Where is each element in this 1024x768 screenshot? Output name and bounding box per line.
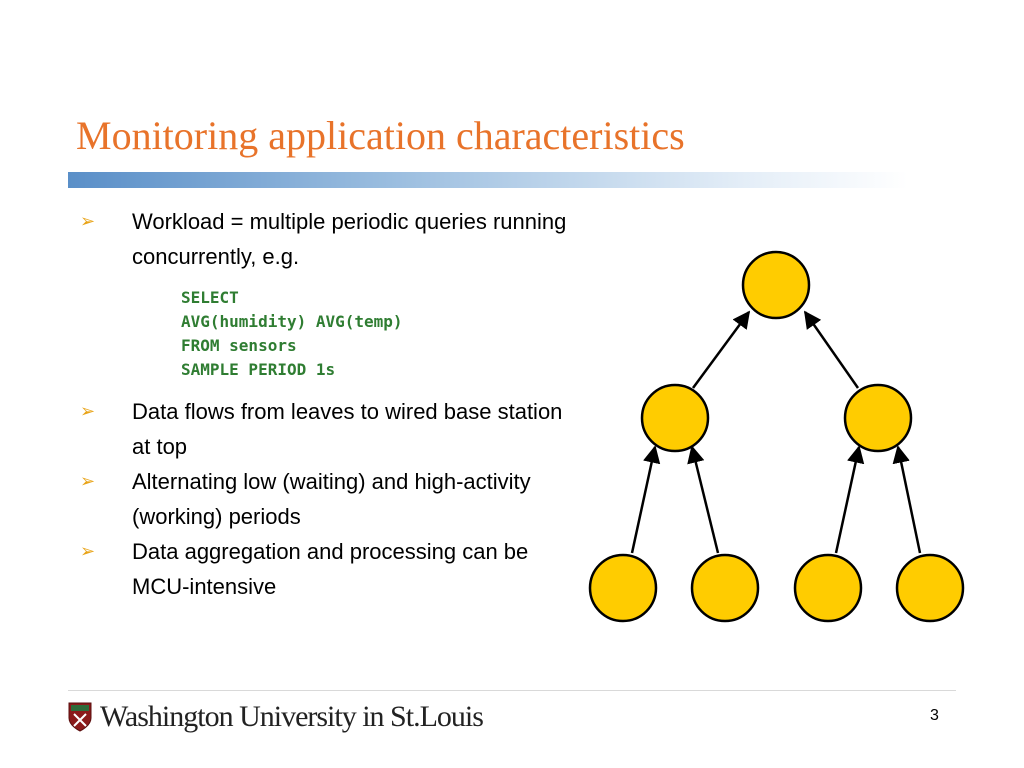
edge-arrow [834, 445, 865, 554]
code-line: AVG(humidity) AVG(temp) [181, 312, 403, 331]
edge-arrow [691, 310, 751, 389]
bullet-text: Workload = multiple periodic queries run… [132, 209, 567, 269]
edge-arrow [687, 445, 720, 554]
code-line: FROM sensors [181, 336, 297, 355]
bullet-text: Data flows from leaves to wired base sta… [132, 399, 563, 459]
mid-node [843, 383, 913, 453]
bullet-item: ➢ Alternating low (waiting) and high-act… [80, 464, 580, 534]
university-logo: Washington University in St.Louis [68, 699, 484, 735]
bullet-text: Alternating low (waiting) and high-activ… [132, 469, 531, 529]
leaf-node [588, 553, 658, 623]
arrow-bullet-icon: ➢ [80, 471, 96, 491]
bullet-list: ➢ Workload = multiple periodic queries r… [80, 204, 580, 604]
page-number: 3 [930, 707, 939, 724]
edge-arrow [803, 310, 860, 389]
code-line: SELECT [181, 288, 239, 307]
edge-arrow [630, 445, 661, 554]
edge-arrow [892, 445, 922, 554]
university-crest-icon [68, 702, 92, 732]
bullet-item: ➢ Data flows from leaves to wired base s… [80, 394, 580, 464]
code-line: SAMPLE PERIOD 1s [181, 360, 336, 379]
footer-divider [68, 690, 956, 691]
bullet-item: ➢ Data aggregation and processing can be… [80, 534, 580, 604]
root-node [741, 250, 811, 320]
mid-node [640, 383, 710, 453]
leaf-node [690, 553, 760, 623]
arrow-bullet-icon: ➢ [80, 401, 96, 421]
arrow-bullet-icon: ➢ [80, 211, 96, 231]
nodes [588, 250, 965, 623]
edges [630, 310, 922, 554]
leaf-node [793, 553, 863, 623]
slide-title: Monitoring application characteristics [76, 113, 685, 158]
bullet-item: ➢ Workload = multiple periodic queries r… [80, 204, 580, 274]
university-name: Washington University in St.Louis [100, 700, 484, 733]
title-underline [68, 172, 908, 188]
arrow-bullet-icon: ➢ [80, 541, 96, 561]
code-block: SELECT AVG(humidity) AVG(temp) FROM sens… [181, 286, 580, 382]
tree-diagram [588, 250, 965, 623]
bullet-text: Data aggregation and processing can be M… [132, 539, 529, 599]
leaf-node [895, 553, 965, 623]
